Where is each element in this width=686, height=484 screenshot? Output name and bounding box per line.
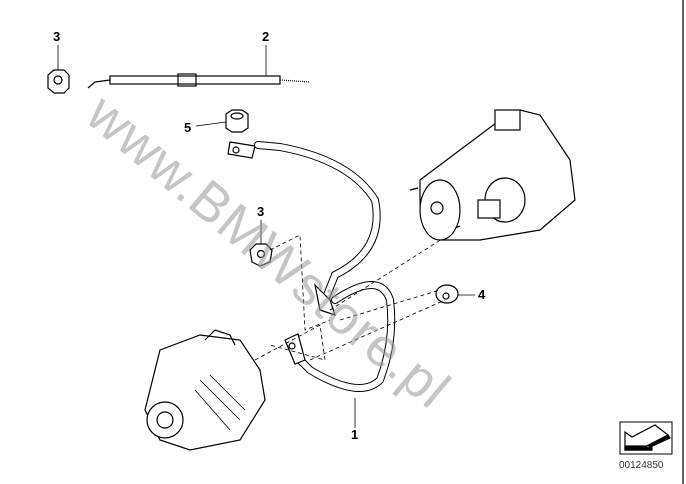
nut-part-5 <box>225 109 249 133</box>
callout-3-lower[interactable]: 3 <box>257 204 265 219</box>
alternator <box>144 329 266 451</box>
battery-cable-part-1 <box>227 141 396 392</box>
leader-lines <box>57 45 475 428</box>
nut-part-3-lower <box>249 243 273 267</box>
arrow-icon <box>619 421 673 455</box>
starter-motor <box>409 109 576 241</box>
cable-part-2 <box>87 73 311 89</box>
callout-1[interactable]: 1 <box>351 427 359 442</box>
callout-4[interactable]: 4 <box>478 287 486 302</box>
image-number: 00124850 <box>619 460 664 471</box>
nut-part-4 <box>435 284 459 304</box>
nut-part-3 <box>47 69 70 94</box>
callout-2[interactable]: 2 <box>262 29 270 44</box>
callout-5[interactable]: 5 <box>184 120 192 135</box>
callout-3[interactable]: 3 <box>53 29 61 44</box>
